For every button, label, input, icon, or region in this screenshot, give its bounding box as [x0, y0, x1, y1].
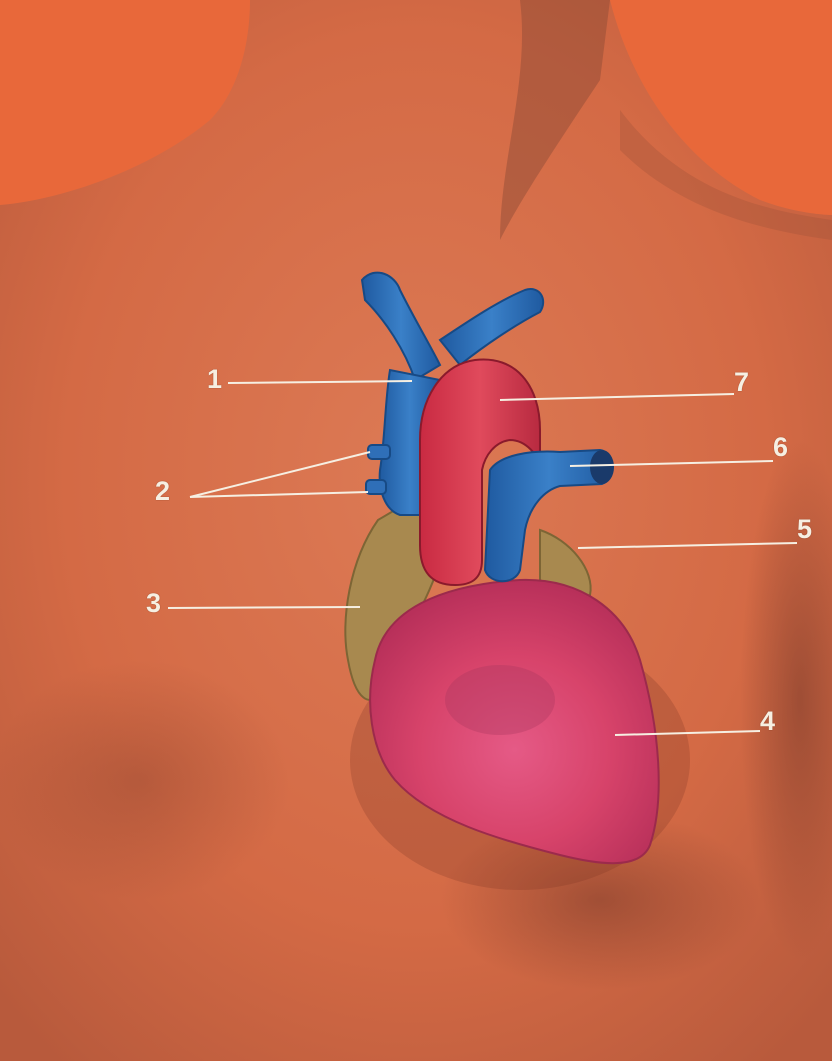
- ventricle-groove: [445, 665, 555, 735]
- leader-line-3: [168, 607, 360, 608]
- label-5: 5: [797, 516, 812, 543]
- label-6: 6: [773, 434, 788, 461]
- label-1: 1: [207, 366, 222, 393]
- label-2: 2: [155, 478, 170, 505]
- pulmonary-vein-lower: [366, 480, 386, 494]
- pulmonary-trunk-opening: [590, 450, 614, 484]
- label-4: 4: [760, 708, 775, 735]
- pectoral-shadow-left: [0, 660, 290, 900]
- label-7: 7: [734, 369, 749, 396]
- label-3: 3: [146, 590, 161, 617]
- pulmonary-vein-upper: [368, 445, 390, 459]
